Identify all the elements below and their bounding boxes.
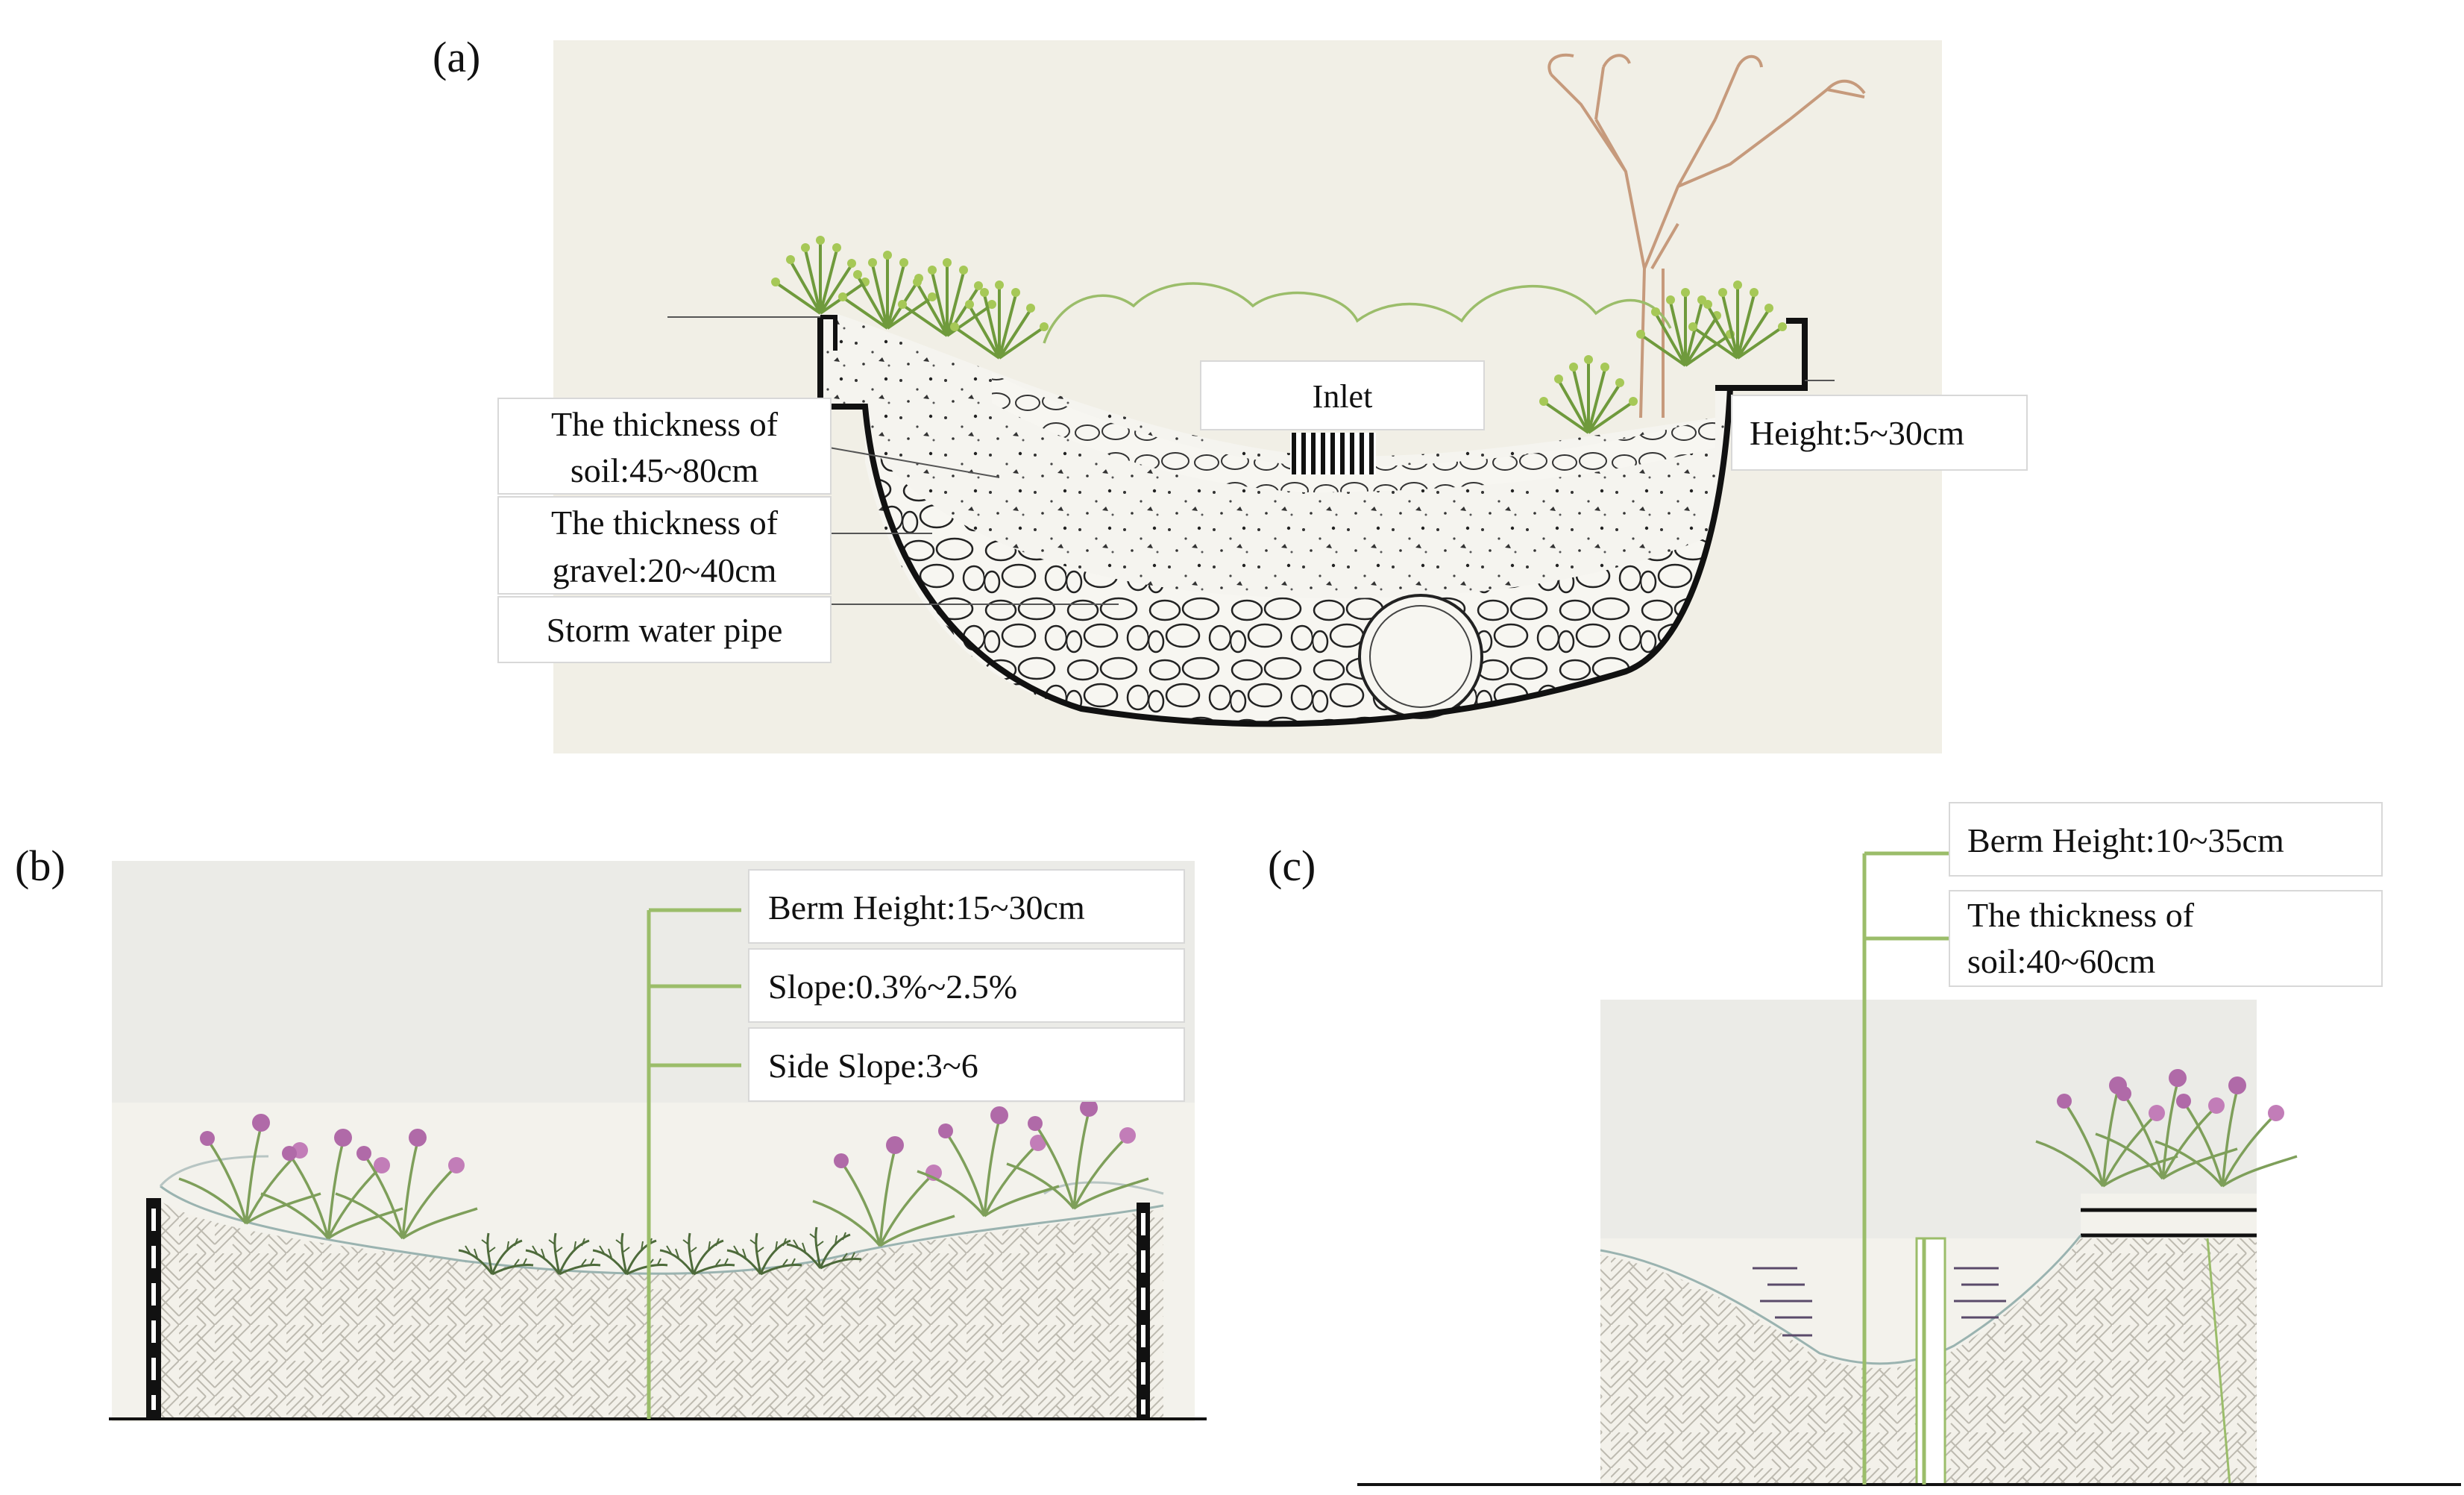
height-label: Height:5~30cm [1750, 414, 1964, 452]
panel-b-left-post [146, 1198, 161, 1419]
slope-callout: Slope:0.3%~2.5% [748, 948, 1185, 1023]
panel-c-label: (c) [1268, 841, 1316, 890]
height-callout: Height:5~30cm [1731, 395, 2028, 471]
berm-height-c-callout: Berm Height:10~35cm [1949, 802, 2383, 877]
panel-c-stake [2206, 1238, 2231, 1485]
side-slope-label: Side Slope:3~6 [768, 1047, 978, 1085]
panel-c-water-lines [1753, 1267, 2006, 1337]
panel-b-right-post [1137, 1203, 1150, 1419]
inlet-grate [1290, 433, 1376, 474]
panel-b-label: (b) [15, 841, 66, 890]
soil-thickness-c-callout: The thickness of soil:40~60cm [1949, 890, 2383, 987]
gravel-thickness-line-1: The thickness of [551, 504, 779, 542]
panel-b-surface-line [160, 1185, 1164, 1275]
panel-b: (b) Berm Height:15~30cm Slope:0.3%~2.5% … [15, 841, 1207, 1422]
panel-b-leader [647, 908, 741, 1419]
rock-band-top [992, 373, 1715, 492]
gravel-layer [873, 448, 1708, 724]
panel-c: (c) Berm Height:10~35cm The thickness of… [1268, 802, 2461, 1486]
panel-c-raised-bed-edge [2081, 1208, 2257, 1238]
panel-a-leaders [667, 316, 1835, 605]
gravel-thickness-line-2: gravel:20~40cm [553, 551, 777, 589]
inlet-callout: Inlet [1200, 360, 1485, 430]
soil-thickness-callout: The thickness of soil:45~80cm [497, 398, 832, 495]
panel-c-raised-bed [2081, 1194, 2257, 1238]
berm-height-b-callout: Berm Height:15~30cm [748, 869, 1185, 944]
berm-height-c-label: Berm Height:10~35cm [1967, 821, 2284, 859]
panel-c-leader [1862, 851, 1949, 1485]
panel-a-label: (a) [433, 33, 480, 81]
soil-thickness-c-line-2: soil:40~60cm [1967, 942, 2156, 980]
panel-b-soil [160, 1201, 1163, 1417]
drain-pipe [1358, 594, 1483, 719]
panel-c-surface-line [1600, 1235, 2082, 1365]
tree-illustration [1547, 53, 1866, 419]
basin-right-curb [1715, 318, 1808, 391]
shrub-outline [1043, 282, 1672, 344]
panel-c-drain-slot [1915, 1237, 1946, 1486]
slope-label: Slope:0.3%~2.5% [768, 968, 1017, 1006]
inlet-label: Inlet [1313, 378, 1373, 415]
panel-a: (a) Inlet Height:5~30cm The thickness of… [433, 33, 2028, 753]
basin-outline [817, 317, 1734, 727]
berm-height-b-label: Berm Height:15~30cm [768, 888, 1085, 927]
basin-left-curb [820, 315, 837, 351]
soil-thickness-c-line-1: The thickness of [1967, 896, 2195, 934]
soil-thickness-line-1: The thickness of [551, 405, 779, 443]
gravel-thickness-callout: The thickness of gravel:20~40cm [497, 496, 832, 595]
storm-pipe-label: Storm water pipe [547, 611, 783, 649]
storm-pipe-callout: Storm water pipe [497, 596, 832, 663]
side-slope-callout: Side Slope:3~6 [748, 1027, 1185, 1102]
soil-thickness-line-2: soil:45~80cm [571, 451, 759, 489]
